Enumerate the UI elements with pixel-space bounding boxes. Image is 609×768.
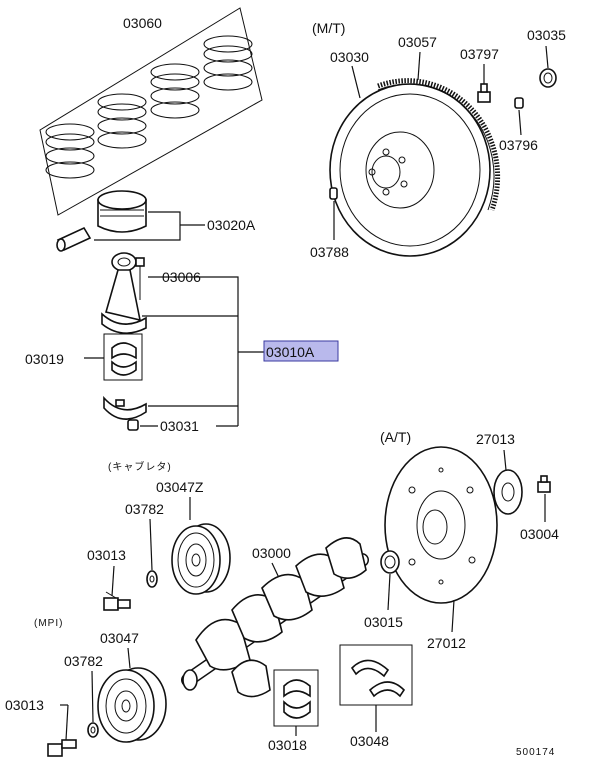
drive-plate[interactable]	[384, 446, 498, 604]
label-03015[interactable]: 03015	[364, 614, 403, 630]
rod-nut[interactable]	[127, 419, 139, 431]
piston[interactable]	[97, 190, 147, 233]
label-03796[interactable]: 03796	[499, 137, 538, 153]
label-03004[interactable]: 03004	[520, 526, 559, 542]
label-03797[interactable]: 03797	[460, 46, 499, 62]
damper-pulley-carb[interactable]	[171, 523, 231, 595]
damper-pulley-mpi[interactable]	[97, 667, 167, 743]
label-03782-mpi[interactable]: 03782	[64, 653, 103, 669]
label-03030[interactable]: 03030	[330, 49, 369, 65]
thrust-washer-set[interactable]	[339, 644, 413, 706]
label-03035[interactable]: 03035	[527, 27, 566, 43]
rod-cap[interactable]	[103, 395, 147, 420]
label-03019[interactable]: 03019	[25, 351, 64, 367]
piston-pin[interactable]	[56, 226, 92, 252]
label-03047z[interactable]: 03047Z	[156, 479, 204, 495]
crank-bushing[interactable]	[380, 550, 400, 574]
dowel-pin-upper[interactable]	[514, 97, 524, 109]
con-rod-bearing[interactable]	[103, 333, 143, 381]
label-mt: (M/T)	[312, 20, 345, 36]
label-03057[interactable]: 03057	[398, 34, 437, 50]
label-03010a[interactable]: 03010A	[266, 344, 315, 360]
main-bearing-set[interactable]	[273, 669, 319, 727]
label-03788[interactable]: 03788	[310, 244, 349, 260]
label-03782-carb[interactable]: 03782	[125, 501, 164, 517]
label-03000[interactable]: 03000	[252, 545, 291, 561]
flywheel-bolt[interactable]	[477, 83, 491, 103]
label-03013-carb[interactable]: 03013	[87, 547, 126, 563]
label-03060[interactable]: 03060	[123, 15, 162, 31]
label-27012[interactable]: 27012	[427, 635, 466, 651]
ring-gear[interactable]	[377, 78, 501, 211]
pilot-bearing[interactable]	[539, 68, 557, 88]
connecting-rod[interactable]	[101, 252, 147, 334]
piston-ring-set[interactable]	[39, 7, 263, 216]
label-03013-mpi[interactable]: 03013	[5, 697, 44, 713]
pulley-bolt-carb[interactable]	[103, 591, 131, 611]
label-carb: (キャブレタ)	[108, 460, 172, 473]
label-at: (A/T)	[380, 429, 411, 445]
crankshaft[interactable]	[181, 537, 369, 698]
washer-carb[interactable]	[146, 570, 158, 588]
flywheel[interactable]	[329, 83, 491, 257]
label-03031[interactable]: 03031	[160, 418, 199, 434]
label-03018[interactable]: 03018	[268, 737, 307, 753]
pulley-bolt-mpi[interactable]	[47, 739, 77, 757]
highlight-box	[263, 340, 339, 362]
drive-plate-bolt[interactable]	[537, 475, 551, 493]
label-03047[interactable]: 03047	[100, 630, 139, 646]
label-03020a[interactable]: 03020A	[207, 217, 256, 233]
adapter-plate[interactable]	[493, 469, 523, 515]
washer-mpi[interactable]	[87, 722, 99, 738]
label-03006[interactable]: 03006	[162, 269, 201, 285]
diagram-number: 500174	[516, 747, 555, 758]
label-mpi: (MPI)	[34, 618, 63, 629]
label-27013[interactable]: 27013	[476, 431, 515, 447]
label-03048[interactable]: 03048	[350, 733, 389, 749]
dowel-pin-lower[interactable]	[329, 187, 338, 200]
